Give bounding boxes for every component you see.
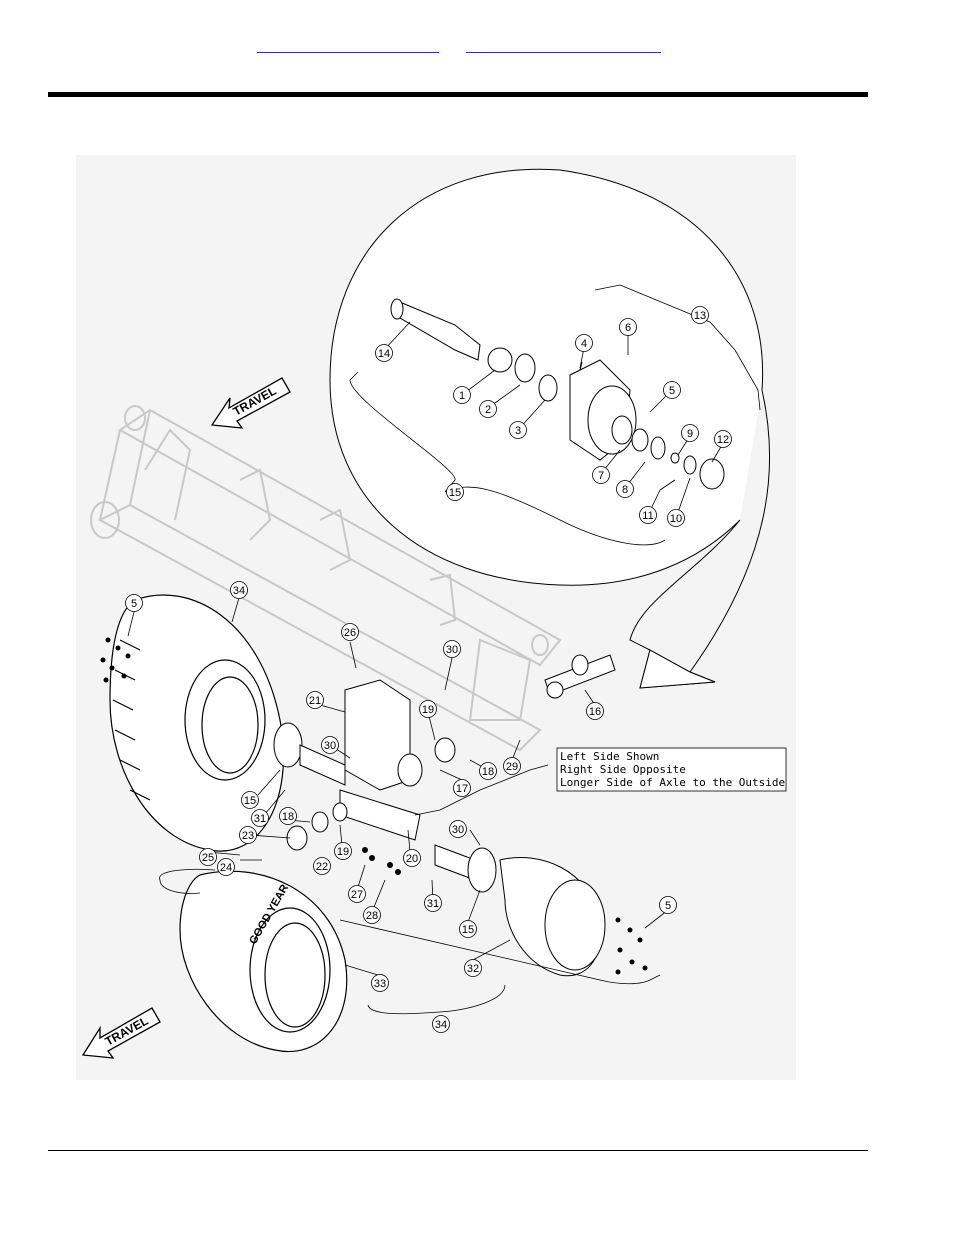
callout-number: 28 bbox=[366, 910, 378, 922]
callout-number: 5 bbox=[131, 598, 137, 610]
callout-7: 7 bbox=[593, 467, 610, 484]
callout-30-5: 30 bbox=[322, 737, 339, 754]
callout-number: 14 bbox=[378, 348, 390, 360]
callout-18: 18 bbox=[480, 763, 497, 780]
callout-number: 20 bbox=[406, 853, 418, 865]
callout-number: 34 bbox=[233, 585, 245, 597]
callout-number: 23 bbox=[242, 830, 254, 842]
callout-number: 31 bbox=[254, 813, 266, 825]
callout-number: 29 bbox=[506, 761, 518, 773]
note-line-3: Longer Side of Axle to the Outside bbox=[560, 776, 785, 789]
callout-number: 5 bbox=[669, 385, 675, 397]
callout-13: 13 bbox=[692, 307, 709, 324]
callout-number: 25 bbox=[202, 852, 214, 864]
callout-3: 3 bbox=[510, 422, 527, 439]
callout-8: 8 bbox=[617, 481, 634, 498]
callout-20: 20 bbox=[404, 850, 421, 867]
callout-34: 34 bbox=[231, 582, 248, 599]
callout-number: 11 bbox=[642, 510, 653, 522]
callout-number: 32 bbox=[467, 963, 479, 975]
callout-19-4: 19 bbox=[335, 843, 352, 860]
callout-number: 7 bbox=[598, 470, 604, 482]
callout-34-10: 34 bbox=[433, 1016, 450, 1033]
callout-32: 32 bbox=[465, 960, 482, 977]
callout-number: 22 bbox=[316, 861, 328, 873]
callout-number: 18 bbox=[282, 811, 294, 823]
note-line-1: Left Side Shown bbox=[560, 750, 659, 763]
callout-number: 13 bbox=[694, 310, 706, 322]
callout-number: 5 bbox=[665, 900, 671, 912]
callout-23: 23 bbox=[240, 827, 257, 844]
callout-15-8: 15 bbox=[460, 921, 477, 938]
callout-4: 4 bbox=[576, 335, 593, 352]
callout-number: 10 bbox=[670, 513, 682, 525]
callout-15: 15 bbox=[447, 484, 464, 501]
callout-14: 14 bbox=[376, 345, 393, 362]
callout-number: 4 bbox=[581, 338, 587, 350]
callout-16: 16 bbox=[587, 703, 604, 720]
callout-number: 3 bbox=[515, 425, 521, 437]
callout-number: 17 bbox=[456, 783, 468, 795]
callout-number: 15 bbox=[449, 487, 461, 499]
callout-number: 16 bbox=[589, 706, 601, 718]
callout-22: 22 bbox=[314, 858, 331, 875]
note-line-2: Right Side Opposite bbox=[560, 763, 686, 776]
callout-24: 24 bbox=[218, 859, 235, 876]
callout-27: 27 bbox=[349, 886, 366, 903]
callout-31-7: 31 bbox=[425, 895, 442, 912]
callout-number: 30 bbox=[446, 644, 458, 656]
callout-9: 9 bbox=[682, 425, 699, 442]
callout-number: 27 bbox=[351, 889, 363, 901]
callout-5: 5 bbox=[664, 382, 681, 399]
callout-number: 30 bbox=[452, 824, 464, 836]
callout-number: 15 bbox=[462, 924, 474, 936]
callout-number: 18 bbox=[482, 766, 494, 778]
callout-30: 30 bbox=[444, 641, 461, 658]
callout-29: 29 bbox=[504, 758, 521, 775]
callout-number: 19 bbox=[422, 704, 434, 716]
callout-12: 12 bbox=[715, 431, 732, 448]
callout-5-1: 5 bbox=[126, 595, 143, 612]
callout-number: 30 bbox=[324, 740, 336, 752]
callout-21: 21 bbox=[307, 692, 324, 709]
callout-number: 21 bbox=[309, 695, 321, 707]
callout-5-9: 5 bbox=[660, 897, 677, 914]
callout-number: 31 bbox=[427, 898, 439, 910]
callout-19: 19 bbox=[420, 701, 437, 718]
callout-number: 26 bbox=[344, 627, 356, 639]
callout-number: 34 bbox=[435, 1019, 447, 1031]
callout-26: 26 bbox=[342, 624, 359, 641]
callout-33: 33 bbox=[372, 975, 389, 992]
callout-2: 2 bbox=[480, 401, 497, 418]
note-box: Left Side Shown Right Side Opposite Long… bbox=[557, 748, 786, 791]
callout-10: 10 bbox=[668, 510, 685, 527]
callout-number: 15 bbox=[244, 795, 256, 807]
callout-number: 8 bbox=[622, 484, 628, 496]
callout-number: 6 bbox=[625, 322, 631, 334]
callout-number: 1 bbox=[459, 390, 465, 402]
callout-number: 19 bbox=[337, 846, 349, 858]
callout-number: 12 bbox=[717, 434, 729, 446]
callout-28: 28 bbox=[364, 907, 381, 924]
callout-17: 17 bbox=[454, 780, 471, 797]
callout-18-3: 18 bbox=[280, 808, 297, 825]
callout-number: 9 bbox=[687, 428, 693, 440]
callout-number: 33 bbox=[374, 978, 386, 990]
callout-30-6: 30 bbox=[450, 821, 467, 838]
callout-number: 2 bbox=[485, 404, 491, 416]
callout-11: 11 bbox=[640, 507, 657, 524]
callout-15-2: 15 bbox=[242, 792, 259, 809]
callout-6: 6 bbox=[620, 319, 637, 336]
callout-31: 31 bbox=[252, 810, 269, 827]
callout-number: 24 bbox=[220, 862, 232, 874]
callout-1: 1 bbox=[454, 387, 471, 404]
callout-25: 25 bbox=[200, 849, 217, 866]
